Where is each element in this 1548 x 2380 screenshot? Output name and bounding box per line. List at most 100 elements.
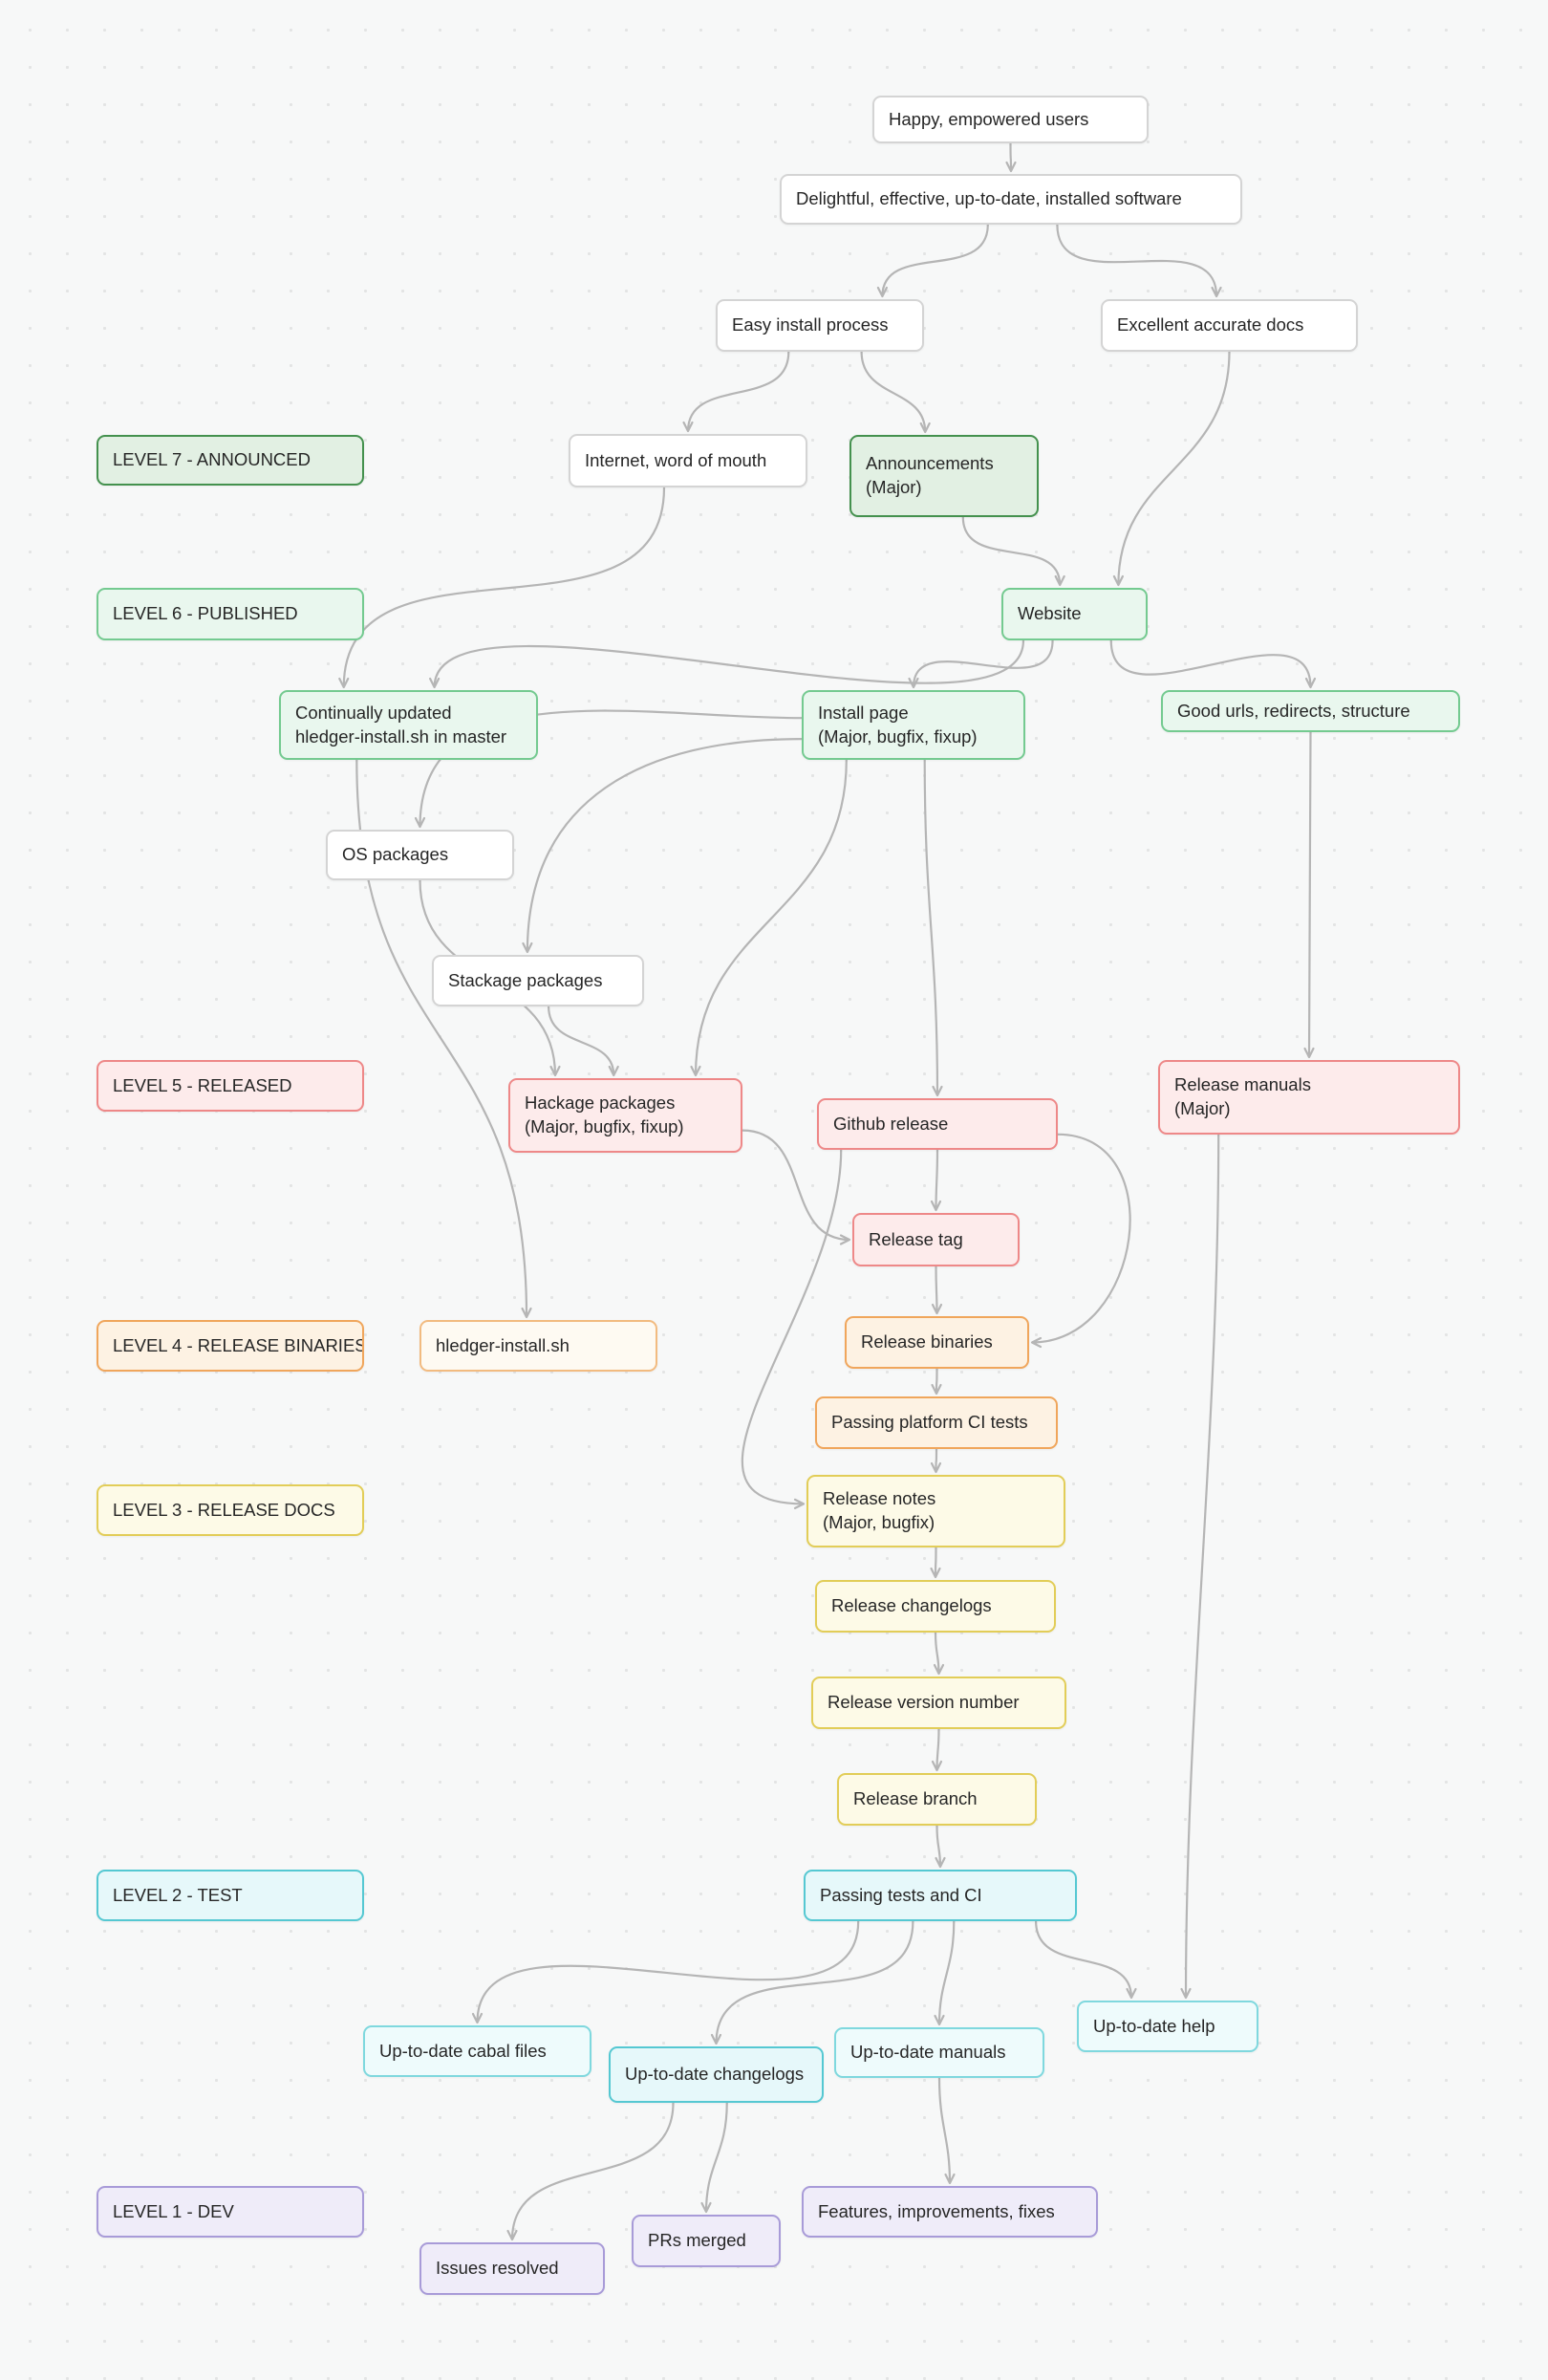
node-label: Up-to-date changelogs	[625, 2064, 805, 2085]
node-level7: LEVEL 7 - ANNOUNCED	[97, 435, 364, 486]
edge-docs-website	[1112, 351, 1231, 587]
edge-utdmanuals-features	[937, 2077, 956, 2185]
node-website: Website	[1001, 588, 1148, 640]
edge-changelogs-version	[933, 1632, 945, 1676]
node-happy: Happy, empowered users	[872, 96, 1149, 143]
node-hackage: Hackage packages(Major, bugfix, fixup)	[508, 1078, 742, 1153]
node-sublabel: (Major, bugfix, fixup)	[525, 1116, 684, 1136]
node-version: Release version number	[811, 1677, 1066, 1729]
node-utdmanuals: Up-to-date manuals	[834, 2027, 1044, 2078]
node-branch: Release branch	[837, 1773, 1037, 1826]
node-sublabel: (Major, bugfix, fixup)	[818, 725, 978, 746]
node-label: LEVEL 7 - ANNOUNCED	[113, 449, 311, 470]
edge-announcements-website	[961, 516, 1065, 587]
node-sublabel: (Major)	[866, 477, 922, 497]
edge-binaries-platformci	[931, 1368, 942, 1396]
edge-relmanuals-help	[1180, 1134, 1220, 2000]
node-install: Install page(Major, bugfix, fixup)	[802, 690, 1025, 760]
edge-internet-cont	[338, 487, 666, 689]
node-sublabel: hledger-install.sh in master	[295, 725, 507, 746]
edge-urls-relmanuals	[1303, 731, 1315, 1059]
node-software: Delightful, effective, up-to-date, insta…	[780, 174, 1242, 225]
node-label: Release tag	[869, 1228, 963, 1249]
node-urls: Good urls, redirects, structure	[1161, 690, 1460, 732]
node-notes: Release notes (Major, bugfix)	[806, 1475, 1065, 1547]
node-label: Stackage packages	[448, 969, 603, 990]
node-label: Github release	[833, 1113, 949, 1134]
edge-tag-binaries	[931, 1266, 943, 1315]
edge-easy-announcements	[860, 351, 931, 434]
node-label: Continually updated	[295, 702, 452, 723]
node-level4: LEVEL 4 - RELEASE BINARIES	[97, 1320, 364, 1372]
node-label: Release branch	[853, 1788, 978, 1809]
node-label: LEVEL 2 - TEST	[113, 1884, 243, 1905]
node-label: Release changelogs	[831, 1595, 992, 1616]
node-relmanuals: Release manuals(Major)	[1158, 1060, 1460, 1135]
edge-branch-tests	[935, 1825, 946, 1869]
node-utdchangelogs: Up-to-date changelogs	[609, 2046, 824, 2103]
node-tag: Release tag	[852, 1213, 1020, 1266]
node-level6: LEVEL 6 - PUBLISHED	[97, 588, 364, 640]
node-label: Excellent accurate docs	[1117, 314, 1304, 335]
node-label: Internet, word of mouth	[585, 449, 767, 470]
edge-tests-cabal	[471, 1920, 860, 2024]
node-label: Announcements	[866, 453, 994, 474]
edge-install-github	[923, 759, 943, 1097]
node-level2: LEVEL 2 - TEST	[97, 1870, 364, 1921]
edge-software-easy	[876, 224, 989, 298]
node-label: OS packages	[342, 844, 449, 865]
node-os: OS packages	[326, 830, 514, 880]
node-label: Release notes	[823, 1488, 936, 1509]
edge-install-hackage	[690, 759, 848, 1077]
edge-software-docs	[1056, 224, 1222, 298]
edge-website-cont	[429, 639, 1025, 689]
edge-website-install	[908, 639, 1054, 689]
edge-tests-utdmanuals	[934, 1920, 956, 2026]
node-help: Up-to-date help	[1077, 2001, 1258, 2052]
node-label: Up-to-date manuals	[850, 2042, 1006, 2063]
node-label: LEVEL 5 - RELEASED	[113, 1074, 292, 1095]
node-easy: Easy install process	[716, 299, 924, 352]
node-hinstall: hledger-install.sh	[419, 1320, 657, 1372]
node-label: Happy, empowered users	[889, 108, 1089, 129]
node-label: Hackage packages	[525, 1093, 676, 1114]
node-announcements: Announcements (Major)	[849, 435, 1039, 517]
edge-stackage-hackage	[548, 1006, 619, 1077]
node-stackage: Stackage packages	[432, 955, 644, 1006]
node-sublabel: (Major, bugfix)	[823, 1512, 935, 1532]
node-label: Passing tests and CI	[820, 1884, 982, 1905]
node-label: PRs merged	[648, 2230, 746, 2251]
node-label: Good urls, redirects, structure	[1177, 700, 1410, 721]
node-platformci: Passing platform CI tests	[815, 1396, 1058, 1449]
edge-notes-changelogs	[930, 1547, 941, 1579]
node-label: hledger-install.sh	[436, 1334, 570, 1355]
node-label: LEVEL 4 - RELEASE BINARIES	[113, 1334, 364, 1355]
node-label: LEVEL 6 - PUBLISHED	[113, 603, 298, 624]
node-docs: Excellent accurate docs	[1101, 299, 1358, 352]
node-label: Easy install process	[732, 314, 889, 335]
node-label: Features, improvements, fixes	[818, 2200, 1055, 2221]
node-level5: LEVEL 5 - RELEASED	[97, 1060, 364, 1112]
edge-version-branch	[931, 1728, 943, 1772]
node-label: Delightful, effective, up-to-date, insta…	[796, 188, 1182, 209]
node-cabal: Up-to-date cabal files	[363, 2025, 591, 2077]
node-label: LEVEL 3 - RELEASE DOCS	[113, 1499, 335, 1520]
edge-tests-utdchangelogs	[710, 1920, 914, 2045]
node-label: Issues resolved	[436, 2258, 559, 2279]
node-label: LEVEL 1 - DEV	[113, 2200, 234, 2221]
node-tests: Passing tests and CI	[804, 1870, 1077, 1921]
node-features: Features, improvements, fixes	[802, 2186, 1098, 2238]
node-label: Install page	[818, 702, 909, 723]
node-prs: PRs merged	[632, 2215, 781, 2267]
node-level3: LEVEL 3 - RELEASE DOCS	[97, 1484, 364, 1536]
node-changelogs: Release changelogs	[815, 1580, 1056, 1633]
node-label: Release version number	[828, 1692, 1020, 1713]
edge-platformci-notes	[930, 1448, 942, 1474]
edge-easy-internet	[682, 351, 790, 433]
edge-github-notes	[741, 1149, 843, 1509]
node-label: Release manuals	[1174, 1074, 1311, 1095]
node-binaries: Release binaries	[845, 1316, 1029, 1369]
